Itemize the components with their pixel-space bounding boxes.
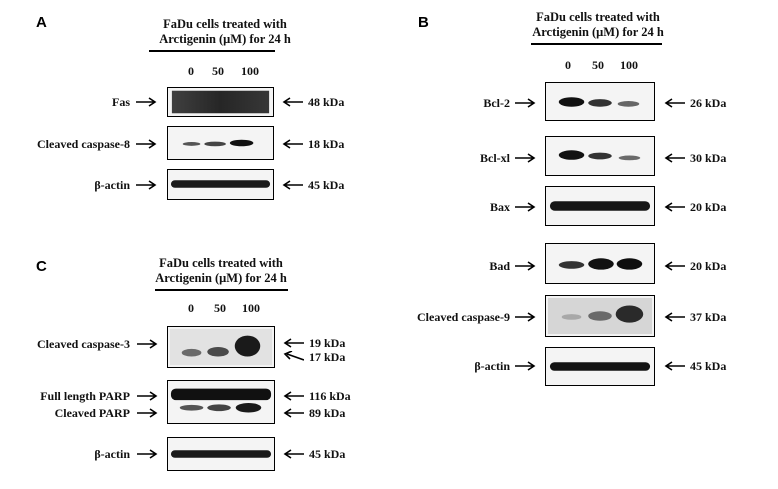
panel-b-arrow-bcl2 xyxy=(515,98,537,108)
panel-b-label-casp9: Cleaved caspase-9 xyxy=(417,310,510,324)
panel-c-conc-0: 0 xyxy=(188,301,194,315)
panel-b-header-rule xyxy=(531,43,662,45)
panel-b-label-bax: Bax xyxy=(489,200,510,214)
panel-a-arrow-actin xyxy=(136,180,158,190)
panel-b-label-bcl2: Bcl-2 xyxy=(483,96,510,110)
panel-b-label-bclxl: Bcl-xl xyxy=(480,151,510,165)
panel-c-arrow-parp-mw1 xyxy=(282,391,304,401)
panel-b-blot-bclxl xyxy=(545,136,655,176)
panel-a-letter: A xyxy=(36,14,47,31)
panel-c-arrow-parp-cleaved xyxy=(137,408,159,418)
panel-b-arrow-actin-mw xyxy=(663,361,685,371)
panel-c-label-actin: β-actin xyxy=(94,447,130,461)
panel-b-arrow-bad-mw xyxy=(663,261,685,271)
panel-c-label-casp3: Cleaved caspase-3 xyxy=(37,337,130,351)
panel-a-arrow-casp8 xyxy=(136,139,158,149)
panel-c-label-parp-full: Full length PARP xyxy=(40,389,130,403)
panel-c-conc-50: 50 xyxy=(214,301,226,315)
panel-c-arrow-casp3 xyxy=(137,339,159,349)
panel-a-conc-50: 50 xyxy=(212,64,224,78)
panel-c-mw-actin: 45 kDa xyxy=(309,447,346,461)
panel-b-blot-casp9 xyxy=(545,295,655,337)
panel-b-mw-bcl2: 26 kDa xyxy=(690,96,727,110)
panel-b-arrow-bax xyxy=(515,202,537,212)
panel-a-arrow-casp8-mw xyxy=(281,139,303,149)
panel-a-mw-actin: 45 kDa xyxy=(308,178,345,192)
panel-b-conc-50: 50 xyxy=(592,58,604,72)
panel-b-header-line2: Arctigenin (μM) for 24 h xyxy=(532,25,664,39)
panel-c-header-rule xyxy=(155,289,288,291)
panel-b-arrow-actin xyxy=(515,361,537,371)
panel-b-letter: B xyxy=(418,14,429,31)
panel-a-label-casp8: Cleaved caspase-8 xyxy=(37,137,130,151)
panel-b-label-bad: Bad xyxy=(489,259,510,273)
panel-a-label-actin: β-actin xyxy=(94,178,130,192)
panel-b-arrow-bcl2-mw xyxy=(663,98,685,108)
panel-b-mw-bad: 20 kDa xyxy=(690,259,727,273)
panel-a-label-fas: Fas xyxy=(112,95,130,109)
panel-c-letter: C xyxy=(36,258,47,275)
panel-c-arrow-casp3-mw2 xyxy=(282,351,304,361)
panel-c-blot-parp xyxy=(167,380,275,424)
panel-b-mw-bclxl: 30 kDa xyxy=(690,151,727,165)
panel-a-arrow-actin-mw xyxy=(281,180,303,190)
panel-b-blot-bcl2 xyxy=(545,82,655,121)
panel-a-header-line2: Arctigenin (μM) for 24 h xyxy=(159,32,291,46)
panel-a-blot-casp8 xyxy=(167,126,274,160)
panel-b-blot-actin xyxy=(545,347,655,386)
panel-c-mw-parp-89: 89 kDa xyxy=(309,406,346,420)
panel-b-conc-0: 0 xyxy=(565,58,571,72)
panel-c-blot-casp3 xyxy=(167,326,275,368)
panel-b-conc-100: 100 xyxy=(620,58,638,72)
panel-c-arrow-parp-full xyxy=(137,391,159,401)
panel-a-header-line1: FaDu cells treated with xyxy=(163,17,287,31)
panel-c-mw-casp3-17: 17 kDa xyxy=(309,350,346,364)
panel-a-mw-casp8: 18 kDa xyxy=(308,137,345,151)
panel-a-conc-0: 0 xyxy=(188,64,194,78)
panel-c-arrow-actin xyxy=(137,449,159,459)
panel-b-arrow-casp9 xyxy=(515,312,537,322)
panel-c-label-parp-cleaved: Cleaved PARP xyxy=(54,406,130,420)
panel-b-arrow-bclxl-mw xyxy=(663,153,685,163)
panel-a-mw-fas: 48 kDa xyxy=(308,95,345,109)
panel-a-blot-actin xyxy=(167,169,274,200)
panel-c-mw-casp3-19: 19 kDa xyxy=(309,336,346,350)
panel-b-mw-bax: 20 kDa xyxy=(690,200,727,214)
panel-a-conc-100: 100 xyxy=(241,64,259,78)
panel-a-blot-fas xyxy=(167,87,274,117)
panel-b-label-actin: β-actin xyxy=(474,359,510,373)
panel-b-blot-bad xyxy=(545,243,655,284)
panel-c-mw-parp-116: 116 kDa xyxy=(309,389,351,403)
panel-c-blot-actin xyxy=(167,437,275,471)
panel-c-conc-100: 100 xyxy=(242,301,260,315)
panel-c-header-line1: FaDu cells treated with xyxy=(159,256,283,270)
panel-b-blot-bax xyxy=(545,186,655,226)
panel-b-mw-casp9: 37 kDa xyxy=(690,310,727,324)
panel-a-arrow-fas xyxy=(136,97,158,107)
panel-b-arrow-bax-mw xyxy=(663,202,685,212)
panel-b-header-line1: FaDu cells treated with xyxy=(536,10,660,24)
panel-c-arrow-parp-mw2 xyxy=(282,408,304,418)
panel-c-header-line2: Arctigenin (μM) for 24 h xyxy=(155,271,287,285)
panel-c-arrow-casp3-mw1 xyxy=(282,338,304,348)
panel-a-header-rule xyxy=(149,50,275,52)
panel-b-arrow-casp9-mw xyxy=(663,312,685,322)
panel-b-mw-actin: 45 kDa xyxy=(690,359,727,373)
panel-b-arrow-bclxl xyxy=(515,153,537,163)
panel-b-arrow-bad xyxy=(515,261,537,271)
panel-c-arrow-actin-mw xyxy=(282,449,304,459)
panel-a-arrow-fas-mw xyxy=(281,97,303,107)
